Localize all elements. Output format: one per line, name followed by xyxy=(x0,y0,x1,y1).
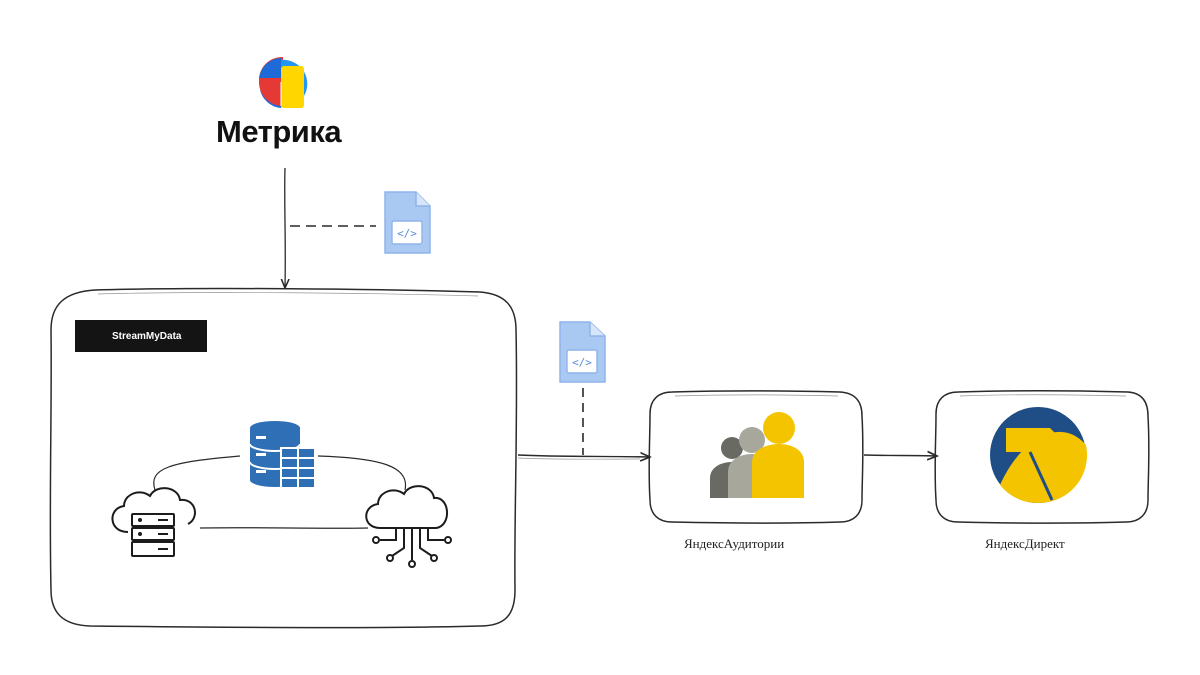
direct-label: ЯндексДирект xyxy=(985,536,1065,551)
svg-text:</>: </> xyxy=(397,227,417,240)
audiences-box xyxy=(648,390,864,524)
code-file-icon: </> xyxy=(384,191,431,254)
cloud-link-line xyxy=(199,527,369,529)
cloud-server-icon xyxy=(111,487,196,557)
db-link-left-curve xyxy=(153,455,241,491)
metrika-label: Метрика xyxy=(216,114,342,149)
database-icon xyxy=(249,421,316,489)
metrika-to-platform-arrow xyxy=(285,167,286,288)
audience-people-icon xyxy=(710,412,804,498)
streammydata-badge xyxy=(75,320,207,352)
db-link-right-curve xyxy=(317,455,407,491)
direct-logo-icon xyxy=(990,407,1088,504)
audiences-label: ЯндексАудитории xyxy=(684,536,785,551)
cloud-network-icon xyxy=(365,485,452,568)
streammydata-container xyxy=(49,287,518,629)
code-file-icon: </> xyxy=(559,321,606,383)
direct-box xyxy=(934,390,1150,524)
streammydata-badge-text: StreamMyData xyxy=(112,331,182,342)
svg-text:</>: </> xyxy=(572,356,592,369)
platform-to-audiences-arrow xyxy=(517,455,650,457)
metrika-logo-icon xyxy=(258,56,308,108)
audiences-to-direct-arrow xyxy=(863,455,937,456)
